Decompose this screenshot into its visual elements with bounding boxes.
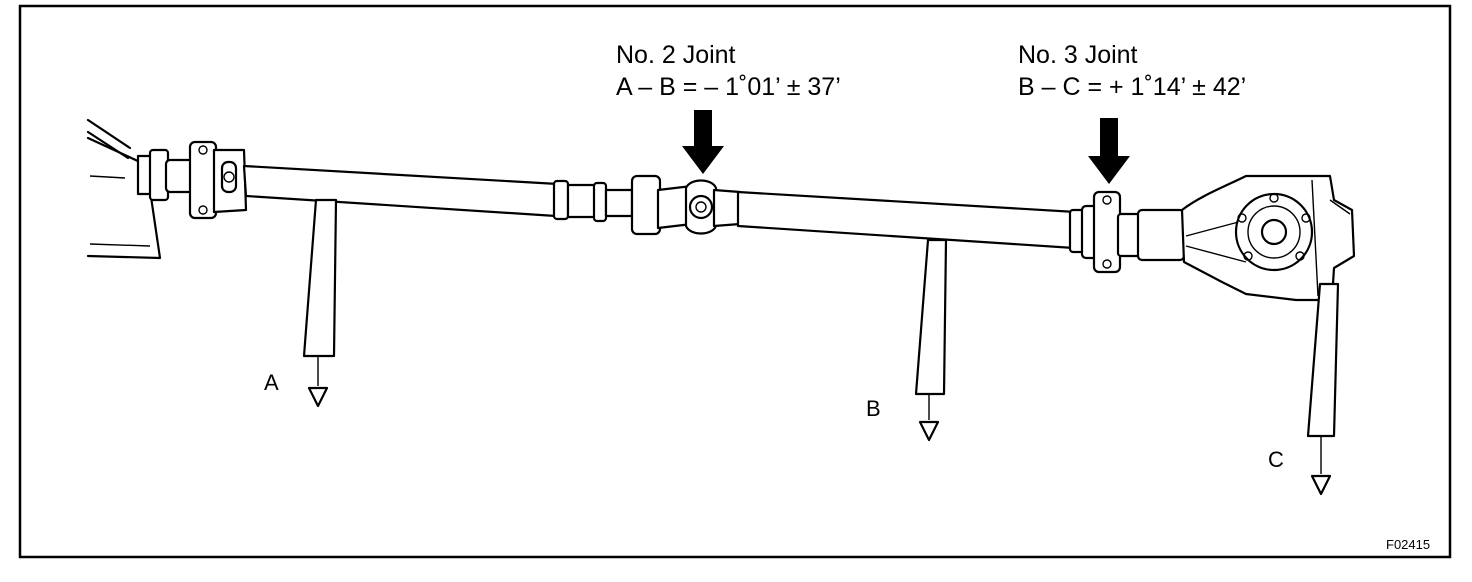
angle-gauge-a (302, 198, 338, 408)
no3-flange-joint (1080, 190, 1186, 274)
no2-joint-formula: A – B = – 1˚01’ ± 37’ (616, 73, 841, 101)
figure-id: F02415 (1386, 537, 1430, 552)
no2-universal-joint (630, 174, 742, 236)
front-flange-joint (164, 140, 248, 220)
no3-joint-formula: B – C = + 1˚14’ ± 42’ (1018, 73, 1246, 101)
no2-joint-title: No. 2 Joint (616, 41, 736, 69)
gauge-label-b: B (866, 396, 881, 421)
no3-joint-title: No. 3 Joint (1018, 41, 1138, 69)
differential-carrier (1180, 174, 1356, 302)
no2-joint-arrow (682, 110, 724, 174)
angle-gauge-b (914, 238, 948, 442)
angle-gauge-c (1306, 282, 1340, 496)
gauge-label-c: C (1268, 447, 1284, 472)
figure-frame (18, 4, 1452, 559)
transmission-housing (86, 118, 170, 260)
front-shaft-tube (242, 164, 634, 223)
gauge-label-a: A (264, 370, 279, 395)
rear-shaft-tube (736, 190, 1086, 254)
no3-joint-arrow (1088, 118, 1130, 184)
